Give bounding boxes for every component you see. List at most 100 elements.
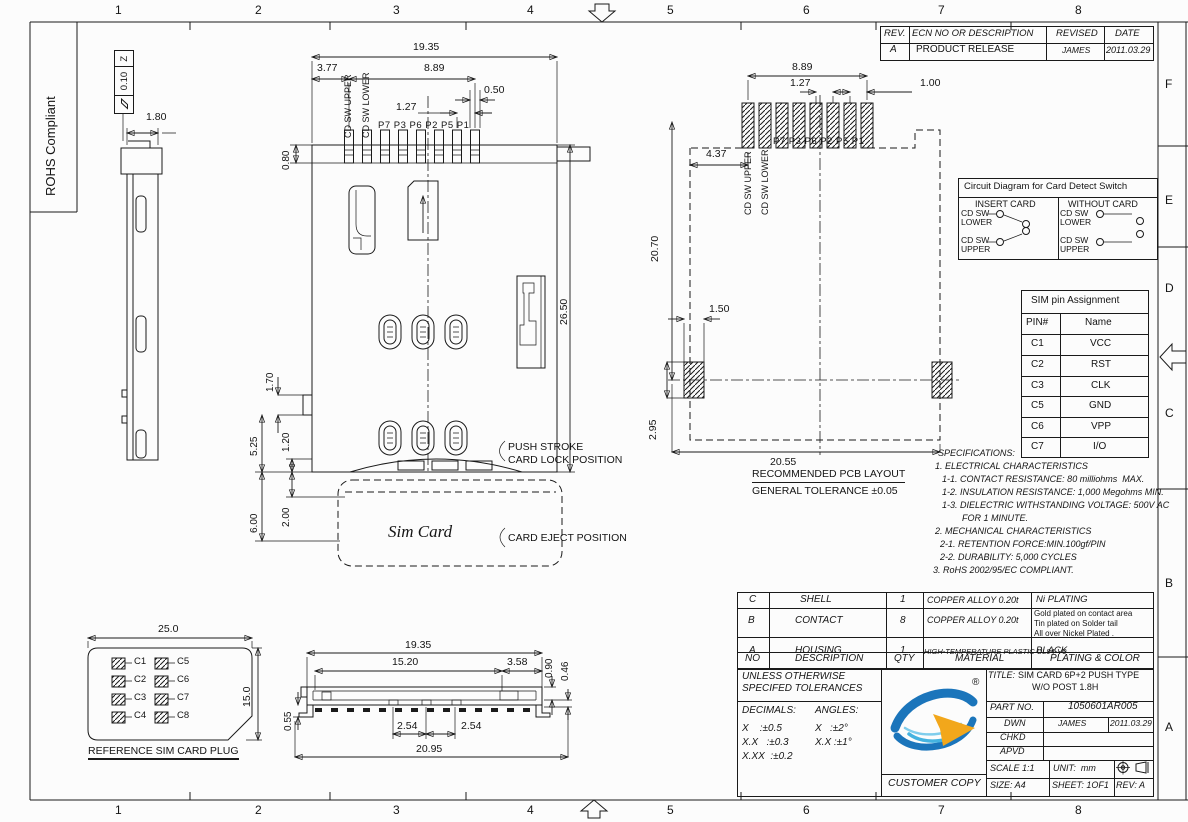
mat-a-material: HIGH-TEMPERATURE PLASTIC UL94-V0	[924, 647, 1067, 656]
pin-c6-name: VPP	[1091, 421, 1112, 432]
zone-row-a: A	[1165, 720, 1174, 734]
zone-row-d: D	[1165, 281, 1174, 295]
pcb-pin-labels: P7 P3 P6 P2 P5 P1	[773, 136, 865, 147]
circuit-title: Circuit Diagram for Card Detect Switch	[964, 181, 1128, 192]
pcb-cd-sw-upper: CD SW UPPER	[743, 151, 753, 215]
registered-mark: ®	[972, 677, 980, 688]
zone-row-e: E	[1165, 193, 1174, 207]
pcb-caption-title: RECOMMENDED PCB LAYOUT	[752, 468, 906, 484]
plug-pad-c6: C6	[177, 674, 190, 685]
mat-header-plating: PLATING & COLOR	[1050, 653, 1140, 664]
zone-col-8: 8	[1075, 3, 1082, 17]
date-header: DATE	[1115, 28, 1140, 39]
dim-5-25: 5.25	[249, 436, 260, 456]
mat-header-no: NO	[745, 653, 760, 664]
sheet-value: SHEET: 1OF1	[1052, 780, 1109, 790]
without-lower-label: CD SW LOWER	[1060, 208, 1092, 227]
dim-1-80: 1.80	[146, 111, 167, 123]
zone-col-5: 5	[667, 3, 674, 17]
plug-pad-c3: C3	[134, 692, 147, 703]
card-orientation-icon	[407, 180, 439, 241]
bottom-center-arrow-icon	[579, 799, 609, 819]
dim-2-00: 2.00	[281, 507, 292, 527]
bv-dim-2-54b: 2.54	[461, 720, 482, 732]
card-stop-dome	[349, 458, 523, 473]
sim-plug-pads	[111, 657, 169, 724]
plug-dim-15: 15.0	[241, 686, 253, 707]
tol-dec-x: X :±0.5	[742, 723, 782, 734]
pin-c5: C5	[1031, 400, 1044, 411]
rev-header: REV.	[884, 28, 906, 39]
flatness-value: 0.10	[115, 66, 133, 95]
contact-springs	[378, 314, 468, 456]
zone-col-4: 4	[527, 3, 534, 17]
bv-dim-19-35: 19.35	[405, 639, 432, 651]
pin-labels: P7 P3 P6 P2 P5 P1	[378, 120, 470, 131]
specs-title: SPECIFICATIONS:	[938, 448, 1015, 458]
dim-0-50: 0.50	[484, 84, 505, 96]
part-no-value: 1050601AR005	[1068, 701, 1138, 712]
specs-line-2-1: 2-1. RETENTION FORCE:MIN.100gf/PIN	[940, 539, 1106, 549]
mat-b-qty: 8	[900, 615, 906, 626]
dim-0-80: 0.80	[281, 150, 292, 170]
bv-dim-2-54a: 2.54	[397, 720, 418, 732]
circuit-schematic	[988, 210, 1144, 246]
bv-dim-0-55: 0.55	[283, 711, 294, 731]
tol-dec-xx: X.X :±0.3	[742, 737, 789, 748]
bv-dim-0-90: 0.90	[544, 658, 555, 678]
pin-c3-name: CLK	[1091, 380, 1111, 391]
dim-3-77: 3.77	[317, 62, 338, 74]
ecn-header: ECN NO OR DESCRIPTION	[912, 28, 1034, 39]
mat-a-plating: BLACK	[1036, 645, 1068, 656]
mat-c-no: C	[749, 594, 757, 605]
specs-line-1: 1. ELECTRICAL CHARACTERISTICS	[935, 461, 1088, 471]
flatness-datum: Z	[118, 55, 130, 62]
pcb-dim-4-37: 4.37	[706, 148, 727, 160]
mat-header-desc: DESCRIPTION	[795, 653, 864, 664]
plug-pad-c4: C4	[134, 710, 147, 721]
mat-b-desc: CONTACT	[795, 615, 843, 626]
dim-1-20: 1.20	[281, 432, 292, 452]
pcb-dimensions	[667, 76, 940, 452]
material-table	[737, 592, 1154, 670]
title-label: TITLE:	[988, 670, 1016, 680]
pin-c7: C7	[1031, 441, 1044, 452]
pin-c6: C6	[1031, 421, 1044, 432]
mat-c-material: COPPER ALLOY 0.20t	[927, 595, 1019, 605]
specs-line-2-2: 2-2. DURABILITY: 5,000 CYCLES	[940, 552, 1077, 562]
cd-sw-upper-label: CD SW UPPER	[343, 74, 353, 138]
plug-pad-c7: C7	[177, 692, 190, 703]
scale-value: SCALE 1:1	[990, 763, 1035, 773]
dim-6-00: 6.00	[249, 513, 260, 533]
plug-pad-c5: C5	[177, 656, 190, 667]
main-top-view	[255, 57, 591, 567]
mat-header-material: MATERIAL	[955, 653, 1005, 664]
pin-c2-name: RST	[1091, 359, 1111, 370]
bv-dim-20-95: 20.95	[416, 743, 443, 755]
specs-line-1-2: 1-2. INSULATION RESISTANCE: 1,000 Megohm…	[942, 487, 1164, 497]
angles-label: ANGLES:	[815, 705, 859, 716]
pcb-dim-2-95: 2.95	[647, 419, 659, 440]
pin-assignment-table	[1021, 290, 1149, 458]
mat-c-desc: SHELL	[800, 594, 832, 605]
flatness-icon	[115, 94, 133, 113]
dim-8-89: 8.89	[424, 62, 445, 74]
card-eject-note: CARD EJECT POSITION	[508, 532, 627, 544]
revision-table	[880, 26, 1154, 61]
apvd-label: APVD	[1000, 746, 1025, 756]
zone-col-7b: 7	[938, 803, 945, 817]
bottom-side-view	[293, 653, 572, 757]
zone-col-1b: 1	[115, 803, 122, 817]
zone-col-5b: 5	[667, 803, 674, 817]
pin-c1-name: VCC	[1090, 338, 1112, 349]
pcb-layout-view	[667, 76, 962, 455]
bv-dim-0-46: 0.46	[560, 661, 571, 681]
dwn-name: JAMES	[1058, 718, 1087, 728]
leader-braces	[499, 440, 506, 548]
mat-a-desc: HOUSING	[795, 645, 842, 656]
tol-dec-xxx: X.XX :±0.2	[742, 751, 793, 762]
without-card-label: WITHOUT CARD	[1068, 199, 1138, 209]
card-lock-note: CARD LOCK POSITION	[508, 454, 623, 466]
ecn-value: PRODUCT RELEASE	[916, 44, 1015, 55]
